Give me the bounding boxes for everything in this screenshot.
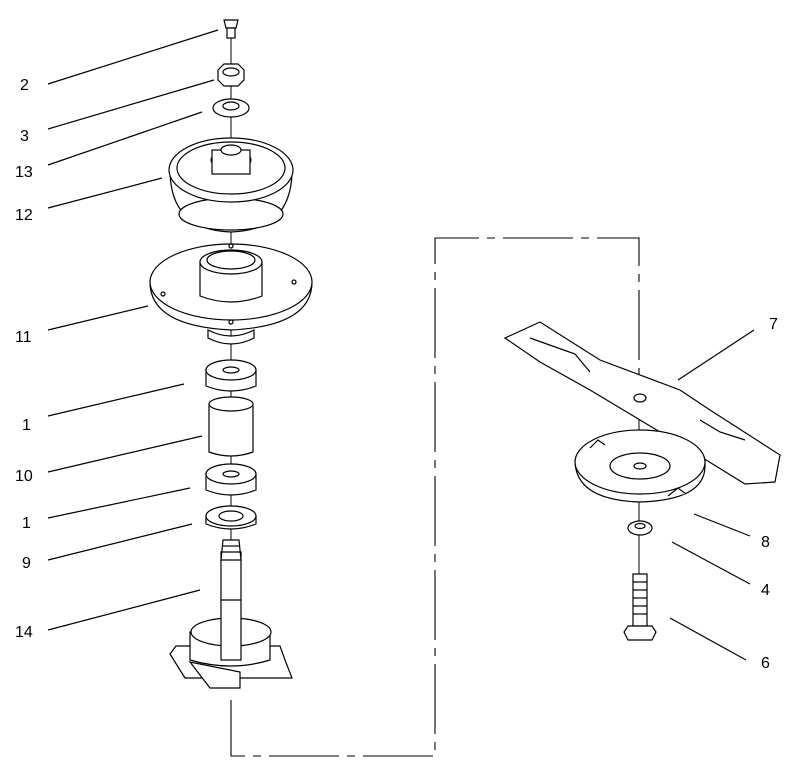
bearing-upper-part bbox=[205, 359, 257, 392]
callout-13: 13 bbox=[15, 164, 33, 181]
blade-part bbox=[503, 321, 781, 485]
callout-8: 8 bbox=[761, 534, 770, 551]
callout-1-upper: 1 bbox=[22, 417, 31, 434]
callout-9: 9 bbox=[22, 555, 31, 572]
washer-part bbox=[212, 98, 250, 118]
callout-4: 4 bbox=[761, 582, 770, 599]
blade-plate-part bbox=[574, 429, 706, 503]
callout-7: 7 bbox=[769, 316, 778, 333]
callout-10: 10 bbox=[15, 468, 33, 485]
callout-2: 2 bbox=[20, 77, 29, 94]
spacer-part bbox=[208, 396, 254, 457]
lock-washer-part bbox=[627, 520, 653, 536]
spindle-shaft-part bbox=[169, 539, 293, 689]
callout-11: 11 bbox=[15, 329, 32, 346]
leader-lines bbox=[47, 29, 755, 661]
seal-part bbox=[205, 505, 257, 530]
grease-fitting-part bbox=[223, 19, 239, 39]
bolt-part bbox=[623, 573, 657, 641]
pulley-part bbox=[168, 137, 294, 233]
bearing-lower-part bbox=[205, 463, 257, 496]
hex-nut-part bbox=[217, 63, 245, 87]
callout-12: 12 bbox=[15, 207, 33, 224]
spindle-housing-part bbox=[149, 243, 313, 345]
assembly-connector-line bbox=[230, 237, 640, 757]
callout-3: 3 bbox=[20, 128, 29, 145]
callout-1-lower: 1 bbox=[22, 515, 31, 532]
callout-6: 6 bbox=[761, 655, 770, 672]
callout-14: 14 bbox=[15, 624, 33, 641]
